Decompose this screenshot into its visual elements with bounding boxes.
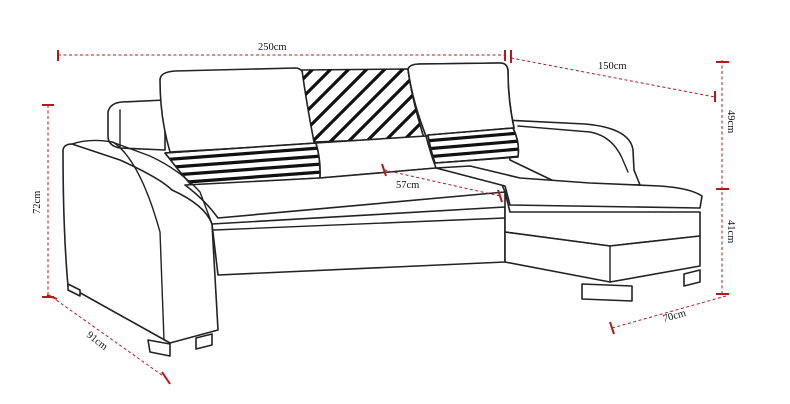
chaise-seat-top: [435, 165, 703, 209]
height-dimension-label: 72cm: [32, 191, 43, 214]
foot-chaise-front: [581, 283, 633, 302]
foot-front-right: [195, 333, 213, 350]
chaise-arm-inner: [517, 125, 629, 173]
sofa-back-frame: [107, 99, 166, 151]
chaise-length-dimension-label: 150cm: [598, 61, 627, 72]
seat-depth-dimension-label: 57cm: [396, 180, 419, 191]
seat-cushion-right-outline: [427, 127, 520, 164]
chaise-width-dimension-label: 70cm: [662, 308, 687, 325]
back-height-dimension-label: 49cm: [725, 110, 736, 133]
width-dimension-label: 250cm: [258, 42, 287, 53]
depth-dimension-label: 91cm: [84, 330, 109, 353]
main-seat-seam: [213, 217, 506, 231]
left-arm-front: [62, 143, 219, 344]
main-seat-front: [211, 206, 506, 276]
dimension-lines: [42, 50, 729, 385]
left-arm-top: [71, 139, 213, 225]
seat-height-dimension-label: 41cm: [725, 220, 736, 243]
back-cushion-right-fill: [407, 62, 515, 137]
foot-back-left: [67, 283, 81, 297]
foot-front-left: [147, 339, 171, 357]
back-cushion-left: [159, 67, 317, 153]
left-arm-edge: [112, 141, 165, 341]
foot-chaise-right: [683, 269, 701, 287]
